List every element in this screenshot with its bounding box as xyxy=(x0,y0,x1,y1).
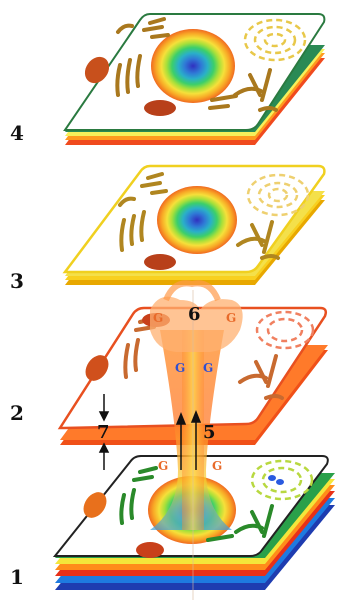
g-letter: G xyxy=(203,361,213,375)
g-letter: G xyxy=(212,459,222,473)
marker-7: 7 xyxy=(97,422,110,443)
layer-label-3: 3 xyxy=(10,269,24,293)
g-letter: G xyxy=(153,311,163,325)
layer-3 xyxy=(65,166,325,285)
layer-4 xyxy=(65,14,325,145)
marker-6: 6 xyxy=(188,304,201,325)
layer-label-4: 4 xyxy=(10,121,24,145)
marker-5: 5 xyxy=(203,422,216,443)
vesicle-dot xyxy=(276,479,284,485)
vesicle-dot xyxy=(268,475,276,481)
layer-label-2: 2 xyxy=(10,401,24,425)
g-letter: G xyxy=(226,311,236,325)
g-letter: G xyxy=(158,459,168,473)
g-letter: G xyxy=(175,361,185,375)
mitochondrion-glyph xyxy=(144,254,176,270)
nucleus xyxy=(157,186,237,254)
mitochondrion-glyph xyxy=(144,100,176,116)
nucleus xyxy=(151,29,235,103)
mitochondrion-glyph xyxy=(136,542,164,558)
layer-label-1: 1 xyxy=(10,565,24,589)
